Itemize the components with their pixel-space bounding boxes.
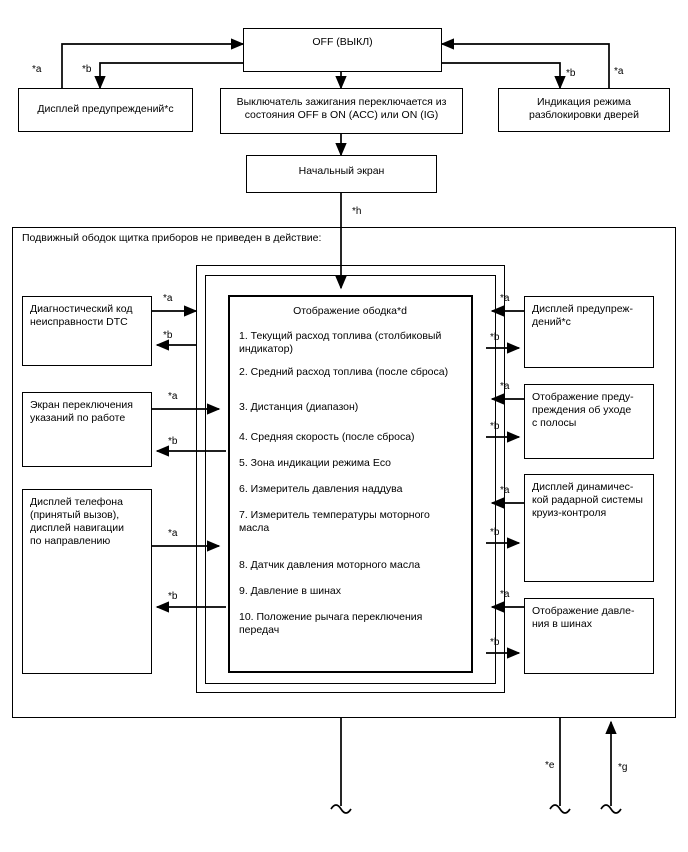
marker-a-right-3: *a	[500, 485, 510, 496]
tire-pressure-line2: ния в шинах	[532, 618, 592, 630]
rim-display-title: Отображение ободка*d	[293, 305, 407, 317]
marker-a-left-2: *a	[168, 391, 178, 402]
marker-a-left-3: *a	[168, 528, 178, 539]
display-panel-outer-frame	[196, 265, 505, 693]
door-unlock-line1: Индикация режима	[537, 96, 631, 108]
dynamic-radar-line2: кой радарной системы	[532, 494, 643, 506]
phone-navigation-line1: Дисплей телефона	[30, 496, 123, 508]
dtc-code-line1: Диагностический код	[30, 303, 133, 315]
marker-b-top-right: *b	[566, 68, 576, 79]
ignition-switch-box: Выключатель зажигания переключается из с…	[220, 88, 463, 134]
ignition-switch-line1: Выключатель зажигания переключается из	[236, 96, 447, 108]
marker-b-left-3: *b	[168, 591, 178, 602]
lane-departure-line1: Отображение преду-	[532, 391, 634, 403]
marker-e-bottom: *e	[545, 760, 555, 771]
door-unlock-indication-box: Индикация режима разблокировки дверей	[498, 88, 670, 132]
phone-navigation-box: Дисплей телефона (принятый вызов), диспл…	[22, 489, 152, 674]
initial-screen-box: Начальный экран	[246, 155, 437, 193]
rim-display-item-2: 2. Средний расход топлива (после сброса)	[239, 366, 449, 378]
warning-display-right-box: Дисплей предупреж- дений*c	[524, 296, 654, 368]
marker-h: *h	[352, 206, 362, 217]
warning-display-top-box: Дисплей предупреждений*c	[18, 88, 193, 132]
phone-navigation-line2: (принятый вызов),	[30, 509, 120, 521]
dtc-code-line2: неисправности DTC	[30, 316, 128, 328]
phone-navigation-line4: по направлению	[30, 535, 111, 547]
warning-display-right-line1: Дисплей предупреж-	[532, 303, 633, 315]
ignition-switch-line2: состояния OFF в ON (ACC) или ON (IG)	[244, 109, 439, 121]
tire-pressure-display-box: Отображение давле- ния в шинах	[524, 598, 654, 674]
dynamic-radar-line1: Дисплей динамичес-	[532, 481, 634, 493]
marker-b-right-1: *b	[490, 332, 500, 343]
off-state-box: OFF (ВЫКЛ)	[243, 28, 442, 72]
dynamic-radar-line3: круиз-контроля	[532, 507, 607, 519]
lane-departure-line2: преждения об уходе	[532, 404, 632, 416]
door-unlock-line2: разблокировки дверей	[529, 109, 639, 121]
rim-display-item-5: 5. Зона индикации режима Eco	[239, 457, 391, 469]
rim-display-item-4: 4. Средняя скорость (после сброса)	[239, 431, 415, 443]
marker-a-right-4: *a	[500, 589, 510, 600]
rim-display-item-8: 8. Датчик давления моторного масла	[239, 559, 421, 571]
marker-b-left-2: *b	[168, 436, 178, 447]
dtc-code-box: Диагностический код неисправности DTC	[22, 296, 152, 366]
marker-b-top-left: *b	[82, 64, 92, 75]
instrument-panel-container-title: Подвижный ободок щитка приборов не приве…	[22, 232, 322, 244]
warning-display-right-line2: дений*c	[532, 316, 571, 328]
marker-b-right-4: *b	[490, 637, 500, 648]
off-state-label: OFF (ВЫКЛ)	[312, 36, 373, 48]
marker-a-right-1: *a	[500, 293, 510, 304]
rim-display-box: Отображение ободка*d 1. Текущий расход т…	[228, 295, 473, 673]
rim-display-item-10: 10. Положение рычага переключения переда…	[239, 611, 423, 636]
instrument-panel-container	[12, 227, 676, 718]
marker-g-bottom: *g	[618, 762, 628, 773]
marker-a-top-right: *a	[614, 66, 624, 77]
lane-departure-warning-box: Отображение преду- преждения об уходе с …	[524, 384, 654, 459]
rim-display-item-9: 9. Давление в шинах	[239, 585, 342, 597]
rim-display-item-6: 6. Измеритель давления наддува	[239, 483, 403, 495]
marker-a-top-left: *a	[32, 64, 42, 75]
lane-departure-line3: с полосы	[532, 417, 577, 429]
marker-a-left-1: *a	[163, 293, 173, 304]
operation-guidance-line2: указаний по работе	[30, 412, 126, 424]
dynamic-radar-cruise-box: Дисплей динамичес- кой радарной системы …	[524, 474, 654, 582]
warning-display-top-label: Дисплей предупреждений*c	[37, 103, 174, 115]
rim-display-item-3: 3. Дистанция (диапазон)	[239, 401, 359, 413]
rim-display-item-7: 7. Измеритель температуры моторного масл…	[239, 509, 430, 534]
marker-b-right-2: *b	[490, 421, 500, 432]
rim-display-item-1: 1. Текущий расход топлива (столбиковый и…	[239, 330, 442, 355]
operation-guidance-line1: Экран переключения	[30, 399, 133, 411]
operation-guidance-box: Экран переключения указаний по работе	[22, 392, 152, 467]
marker-b-left-1: *b	[163, 330, 173, 341]
tire-pressure-line1: Отображение давле-	[532, 605, 635, 617]
marker-b-right-3: *b	[490, 527, 500, 538]
initial-screen-label: Начальный экран	[298, 165, 385, 177]
display-panel-middle-frame	[205, 275, 496, 684]
marker-a-right-2: *a	[500, 381, 510, 392]
phone-navigation-line3: дисплей навигации	[30, 522, 124, 534]
